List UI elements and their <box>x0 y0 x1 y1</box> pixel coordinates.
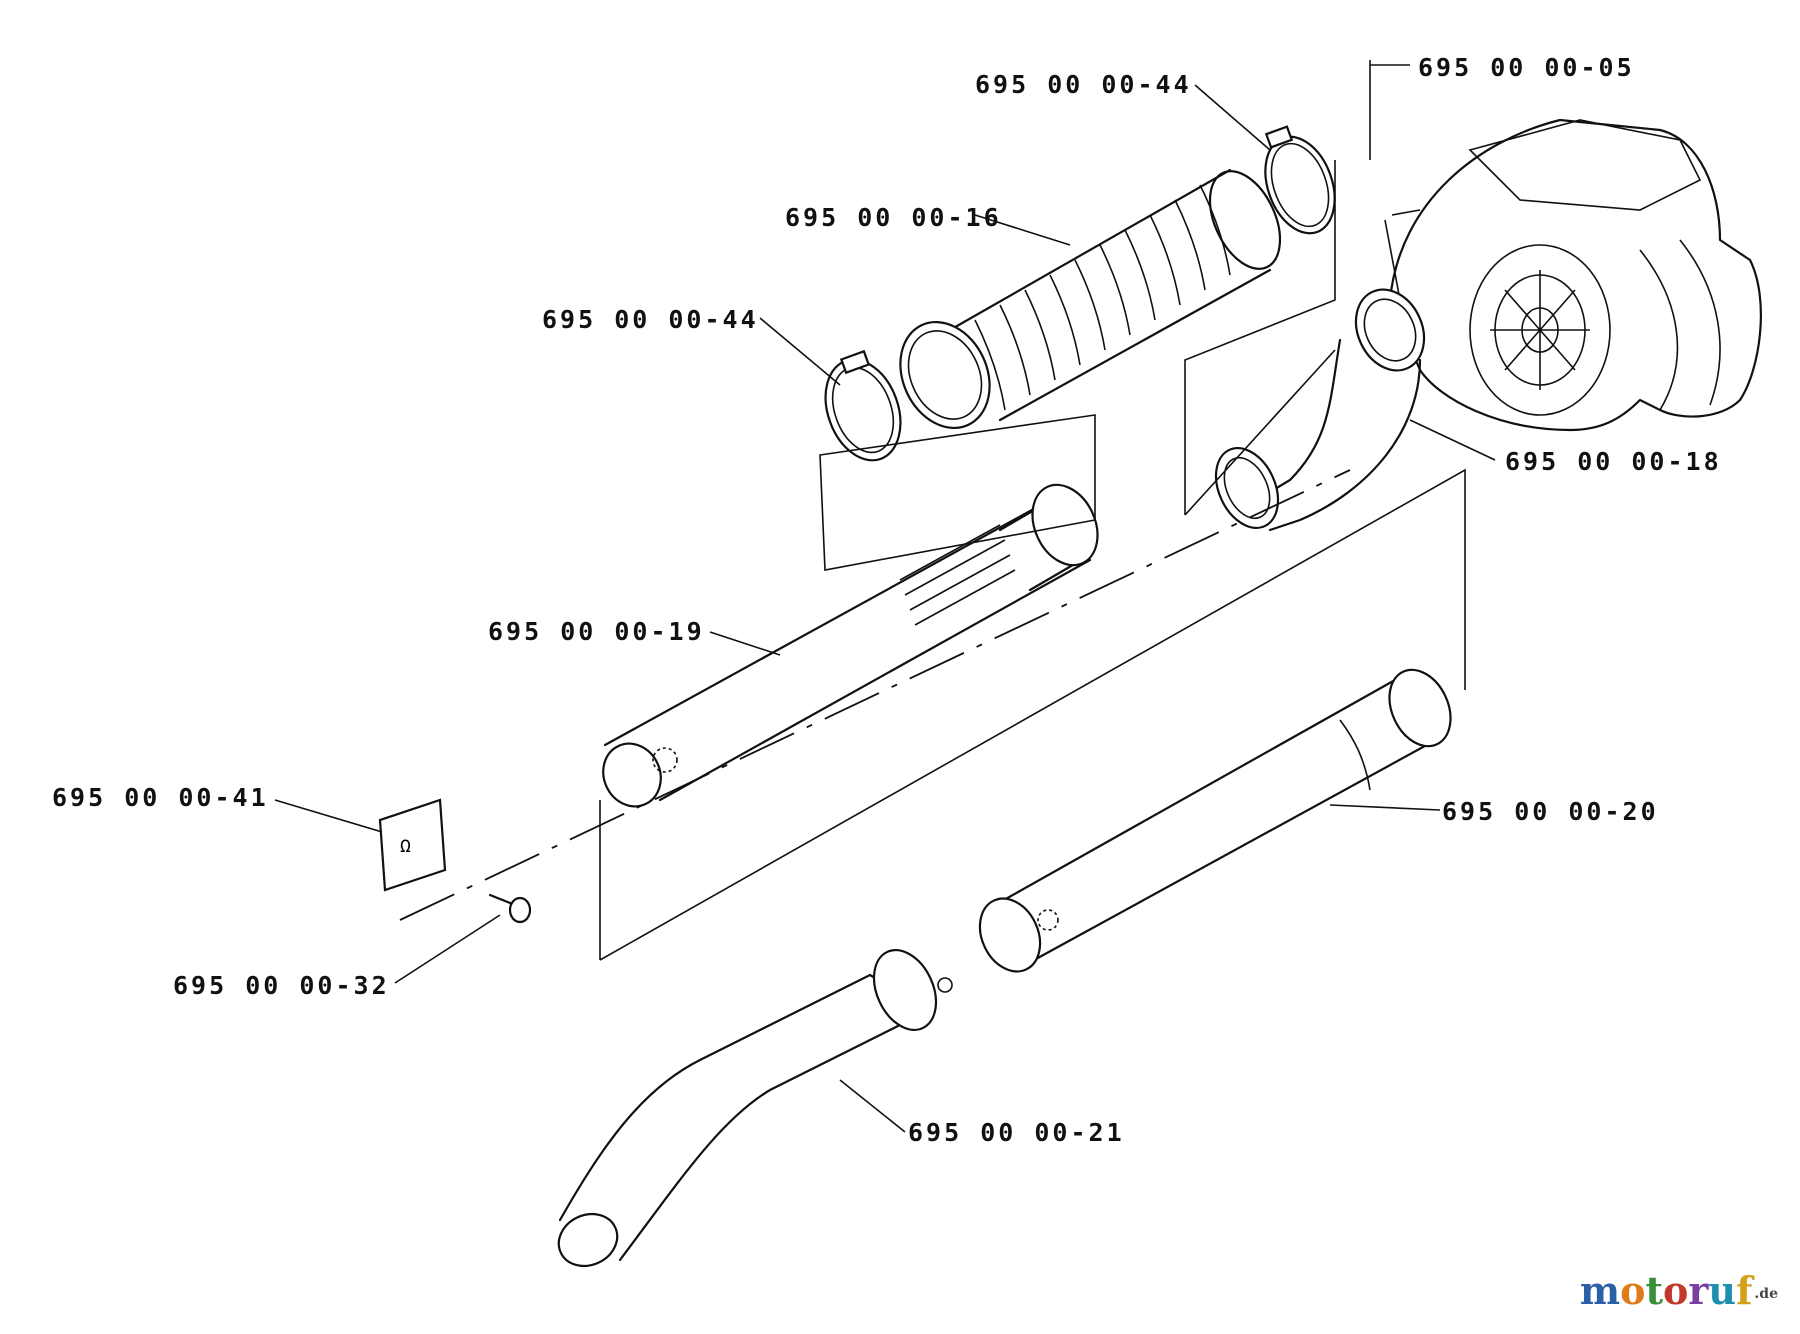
watermark-letter: f <box>1736 1268 1753 1313</box>
assembly-lines <box>399 60 1466 961</box>
clamp-top-part <box>1264 125 1336 235</box>
watermark-letter: m <box>1579 1268 1621 1313</box>
blower-housing <box>1384 118 1763 432</box>
label-pipe-straight: 695 00 00-20 <box>1442 797 1659 826</box>
watermark: motoruf.de <box>1580 1268 1778 1313</box>
svg-text:Ω: Ω <box>400 836 411 857</box>
label-bellows: 695 00 00-16 <box>785 203 1002 232</box>
label-elbow: 695 00 00-18 <box>1505 447 1722 476</box>
label-pipe-handle: 695 00 00-19 <box>488 617 705 646</box>
pipe-straight-part <box>978 668 1452 973</box>
label-housing: 695 00 00-05 <box>1418 53 1635 82</box>
label-clamp-top: 695 00 00-44 <box>975 70 1192 99</box>
label-clamp-bottom: 695 00 00-44 <box>542 305 759 334</box>
clamp-bottom-part <box>824 349 902 462</box>
plate-part: Ω <box>378 798 447 892</box>
watermark-letter: u <box>1708 1268 1737 1313</box>
watermark-letter: o <box>1663 1268 1689 1313</box>
watermark-suffix: .de <box>1754 1286 1778 1302</box>
screw-part <box>488 893 532 924</box>
label-screw: 695 00 00-32 <box>173 971 390 1000</box>
nozzle-bent-part <box>557 949 953 1268</box>
leader-lines <box>274 64 1496 1133</box>
elbow-pipe <box>1214 288 1426 532</box>
watermark-letter: t <box>1645 1268 1664 1313</box>
label-plate: 695 00 00-41 <box>52 783 269 812</box>
watermark-letter: r <box>1688 1268 1709 1313</box>
watermark-letter: o <box>1620 1268 1646 1313</box>
label-nozzle-bent: 695 00 00-21 <box>908 1118 1125 1147</box>
bellows-hose <box>899 168 1282 430</box>
